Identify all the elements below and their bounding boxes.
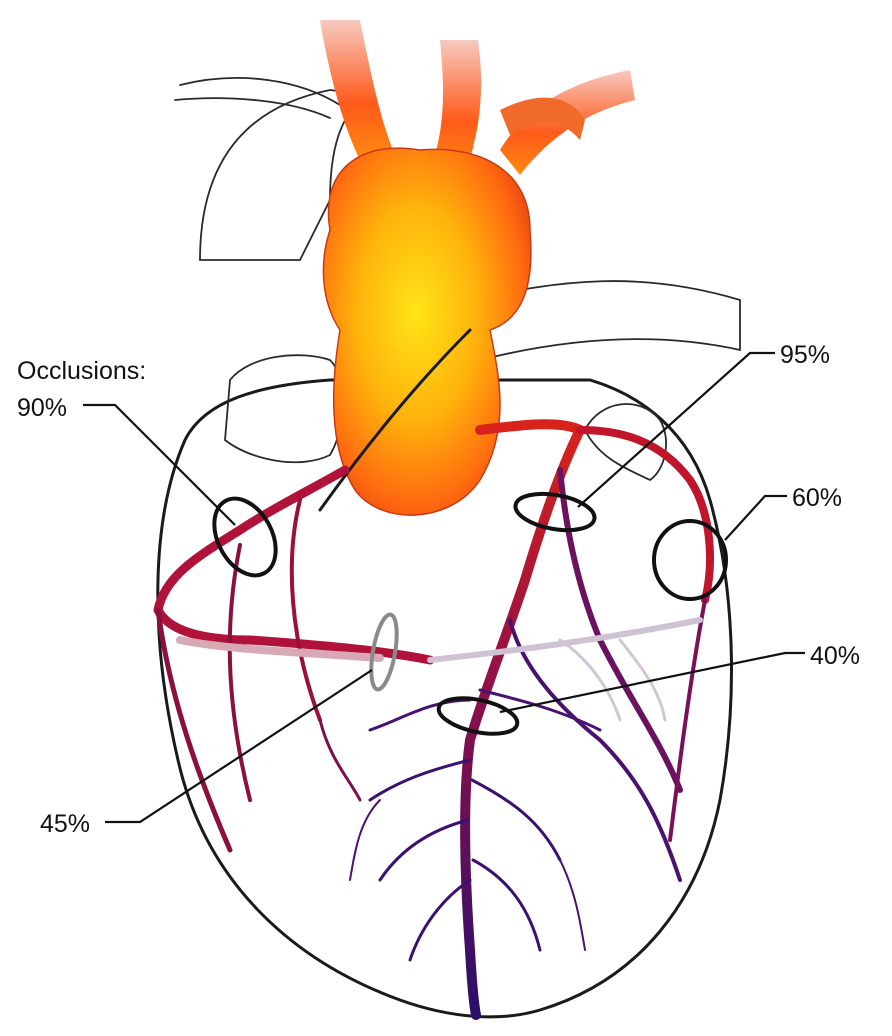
ring-60 <box>654 521 726 599</box>
label-95: 95% <box>780 341 830 369</box>
occlusions-heading: Occlusions: <box>17 357 146 385</box>
label-45: 45% <box>40 810 90 838</box>
label-40: 40% <box>810 642 860 670</box>
leader-60 <box>725 496 787 540</box>
aorta <box>323 148 531 515</box>
leader-90 <box>83 405 235 525</box>
ring-95 <box>513 488 598 535</box>
leader-40 <box>500 653 805 712</box>
arch-branches <box>320 20 635 175</box>
label-90: 90% <box>17 394 67 422</box>
label-60: 60% <box>792 484 842 512</box>
ring-90 <box>202 488 288 586</box>
occlusion-rings <box>202 488 726 740</box>
